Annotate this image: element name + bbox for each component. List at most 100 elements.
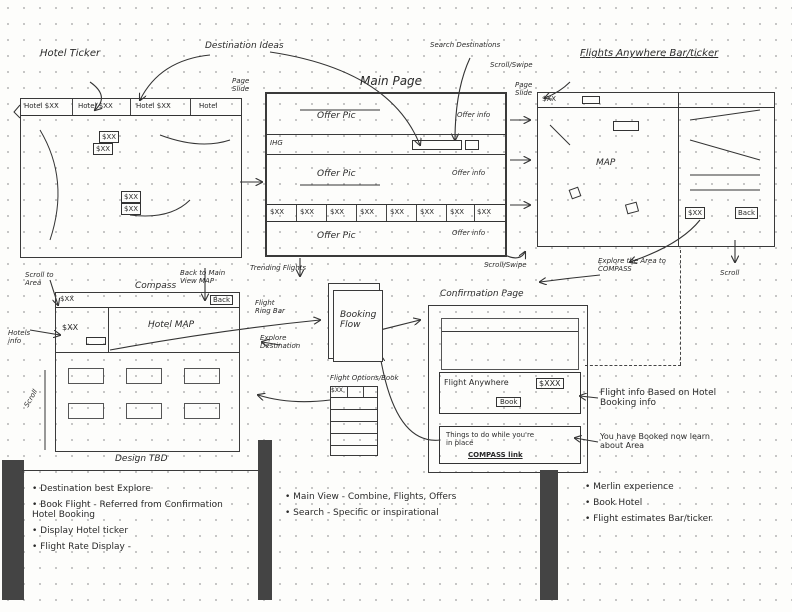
divider [56, 352, 239, 354]
flight-marker[interactable] [613, 121, 639, 131]
search-destinations-label: Search Destinations [430, 41, 501, 49]
map-pin-price-3[interactable]: $XX [121, 191, 142, 203]
hotel-map-frame: $XX Back $XX Hotel MAP [55, 292, 240, 452]
design-tbd-label: Design TBD [115, 454, 168, 464]
page-slide-label: Page Slide [232, 77, 250, 93]
hotel-card[interactable] [126, 368, 162, 384]
flight-options-label: Flight Options/Book [330, 374, 399, 382]
table-row[interactable] [331, 421, 377, 422]
bullets-left: Destination best Explore Book Flight - R… [32, 484, 252, 558]
hotel-ticker-label: Hotel Ticker [40, 48, 101, 59]
table-header: $XX [331, 387, 377, 398]
bullet-item: Main View - Combine, Flights, Offers [285, 492, 456, 502]
trending-flights-label: Trending Flights [250, 264, 307, 272]
table-col: $XX [331, 387, 348, 397]
hotel-ticker-bar[interactable]: Hotel $XX Hotel $XX Hotel $XX Hotel [21, 99, 241, 116]
scroll-label: Scroll [720, 269, 740, 277]
flight-marker[interactable] [624, 201, 640, 215]
flights-anywhere-label: Flights Anywhere Bar/ticker [580, 48, 719, 59]
hotel-tab-1[interactable]: Hotel $XX [21, 99, 73, 115]
main-page-title: Main Page [360, 74, 423, 88]
scroll-to-area-label: Scroll to Area [25, 271, 54, 287]
dark-post-right [540, 470, 558, 600]
confirmation-details [441, 318, 579, 370]
flight-marker[interactable] [568, 186, 582, 200]
hotel-card[interactable] [126, 403, 162, 419]
ticker-item[interactable]: $XX [417, 205, 447, 221]
booked-note: You have Booked now learn about Area [600, 432, 710, 451]
search-input[interactable] [412, 140, 462, 150]
flight-price[interactable]: $XX [542, 95, 557, 103]
offer-info-1: Offer info [457, 111, 491, 119]
hotel-tab-3[interactable]: Hotel $XX [133, 99, 191, 115]
booking-flow-box[interactable]: Booking Flow [333, 290, 383, 362]
flight-ring-bar-label: Flight Ring Bar [255, 299, 285, 315]
table-row[interactable] [331, 433, 377, 434]
ticker-item[interactable]: $XX [477, 208, 492, 216]
explore-destination-label: Explore Destination [260, 334, 301, 350]
map-pin-price-1[interactable]: $XX [99, 131, 120, 143]
bullet-item: Display Hotel ticker [32, 526, 252, 536]
offer-info-2: Offer info [452, 169, 486, 177]
bullet-item: Book Flight - Referred from Confirmation… [32, 500, 232, 520]
confirmation-frame: Flight Anywhere $XXX Book Things to do w… [428, 305, 588, 473]
ticker-item[interactable]: $XX [297, 205, 327, 221]
hotel-card[interactable] [184, 403, 220, 419]
things-to-do-card[interactable]: Things to do while you're in place COMPA… [439, 426, 581, 464]
flights-map-frame: $XX MAP $XX Back [537, 92, 775, 247]
bullet-item: Search - Specific or inspirational [285, 508, 456, 518]
main-page-frame: Offer Pic Offer info IHG Offer Pic Offer… [265, 92, 507, 257]
map-pin-price-4[interactable]: $XX [121, 203, 142, 215]
table-row[interactable] [331, 409, 377, 410]
back-button[interactable]: Back [735, 207, 758, 219]
hotel-card[interactable] [184, 368, 220, 384]
search-button[interactable] [465, 140, 479, 150]
hotel-card[interactable] [68, 368, 104, 384]
scroll-boundary [585, 365, 681, 366]
flight-ticker-bar[interactable]: $XX $XX $XX $XX $XX $XX $XX $XX [267, 204, 505, 222]
explore-area-label: Explore the Area to COMPASS [598, 257, 666, 273]
map-pin-price-2[interactable]: $XX [93, 143, 114, 155]
page-slide-label-2: Page Slide [515, 81, 533, 97]
table-col [347, 387, 364, 397]
bullets-right: Merlin experience Book Hotel Flight esti… [585, 482, 712, 530]
offer-pic-3: Offer Pic [317, 231, 356, 241]
bullet-item: Book Hotel [585, 498, 712, 508]
offer-info-3: Offer info [452, 229, 486, 237]
bullet-item: Merlin experience [585, 482, 712, 492]
hotel-tab-4[interactable]: Hotel [199, 102, 218, 110]
bullet-item: Destination best Explore [32, 484, 252, 494]
ticker-item[interactable]: $XX [267, 205, 297, 221]
bullet-item: Flight Rate Display - [32, 542, 252, 552]
ticker-item[interactable]: $XX [387, 205, 417, 221]
flight-info-note: Flight info Based on Hotel Booking info [600, 388, 717, 409]
bullet-item: Flight estimates Bar/ticker [585, 514, 712, 524]
scroll-boundary [680, 250, 681, 365]
hotel-map-top-bar[interactable]: $XX Back [56, 293, 239, 308]
back-button[interactable]: Back [210, 295, 233, 305]
dark-post-left [2, 460, 24, 600]
confirmation-page-title: Confirmation Page [440, 289, 524, 299]
book-flight-button[interactable]: Book [496, 397, 522, 407]
flights-map-label: MAP [596, 158, 616, 168]
hotel-price[interactable]: $XX [60, 295, 75, 303]
hotel-tab-2[interactable]: Hotel $XX [75, 99, 131, 115]
offer-pic-1: Offer Pic [317, 111, 356, 121]
divider [267, 134, 505, 136]
destination-ideas-label: Destination Ideas [205, 41, 284, 51]
flight-options-table[interactable]: $XX [330, 386, 378, 456]
hotel-ticker-frame: Hotel $XX Hotel $XX Hotel $XX Hotel $XX … [20, 98, 242, 258]
flight-anywhere-card[interactable]: Flight Anywhere $XXX Book [439, 372, 581, 414]
hotel-card[interactable] [68, 403, 104, 419]
ticker-item[interactable]: $XX [447, 205, 475, 221]
flight-option-button[interactable]: $XX [685, 207, 706, 219]
flights-top-bar[interactable]: $XX [538, 93, 774, 108]
table-row[interactable] [331, 445, 377, 446]
hotel-info-price[interactable]: $XX [62, 323, 79, 332]
scroll-left-label: Scroll [22, 388, 40, 409]
compass-link[interactable]: COMPASS link [468, 451, 523, 459]
ticker-item[interactable]: $XX [357, 205, 387, 221]
flight-chip[interactable] [582, 96, 600, 104]
hotel-book-chip[interactable] [86, 337, 106, 345]
ticker-item[interactable]: $XX [327, 205, 357, 221]
